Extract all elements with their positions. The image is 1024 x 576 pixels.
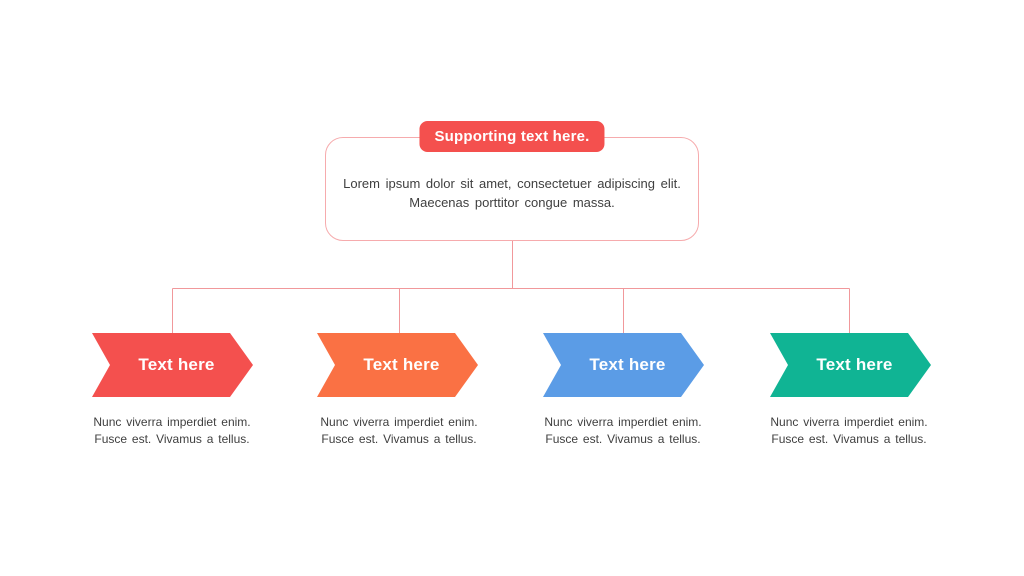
caption-line: Nunc viverra imperdiet enim. xyxy=(93,415,251,429)
chevron-arrow-icon xyxy=(770,333,931,397)
branch-label: Text here xyxy=(816,355,893,374)
branch-arrow-3[interactable]: Text here xyxy=(543,333,704,397)
branch-arrow-1[interactable]: Text here xyxy=(92,333,253,397)
caption-line: Fusce est. Vivamus a tellus. xyxy=(321,432,477,446)
caption-line: Nunc viverra imperdiet enim. xyxy=(320,415,478,429)
branch-caption-2: Nunc viverra imperdiet enim. Fusce est. … xyxy=(287,414,511,448)
branch-label: Text here xyxy=(363,355,440,374)
chevron-arrow-icon xyxy=(317,333,478,397)
branch-arrow-2[interactable]: Text here xyxy=(317,333,478,397)
caption-line: Fusce est. Vivamus a tellus. xyxy=(545,432,701,446)
root-body-text: Lorem ipsum dolor sit amet, consectetuer… xyxy=(326,174,698,212)
branch-arrow-4[interactable]: Text here xyxy=(770,333,931,397)
root-body-line: Maecenas porttitor congue massa. xyxy=(409,195,615,210)
connector-path xyxy=(172,241,850,334)
branch-label: Text here xyxy=(589,355,666,374)
root-node[interactable]: Supporting text here. Lorem ipsum dolor … xyxy=(325,121,699,241)
branch-label: Text here xyxy=(138,355,215,374)
root-title-badge[interactable]: Supporting text here. xyxy=(419,121,605,152)
root-body-line: Lorem ipsum dolor sit amet, consectetuer… xyxy=(343,176,681,191)
caption-line: Nunc viverra imperdiet enim. xyxy=(770,415,928,429)
caption-line: Fusce est. Vivamus a tellus. xyxy=(94,432,250,446)
branch-caption-1: Nunc viverra imperdiet enim. Fusce est. … xyxy=(60,414,284,448)
branch-caption-3: Nunc viverra imperdiet enim. Fusce est. … xyxy=(511,414,735,448)
caption-line: Fusce est. Vivamus a tellus. xyxy=(771,432,927,446)
chevron-arrow-icon xyxy=(543,333,704,397)
caption-line: Nunc viverra imperdiet enim. xyxy=(544,415,702,429)
chevron-arrow-icon xyxy=(92,333,253,397)
branch-caption-4: Nunc viverra imperdiet enim. Fusce est. … xyxy=(737,414,961,448)
